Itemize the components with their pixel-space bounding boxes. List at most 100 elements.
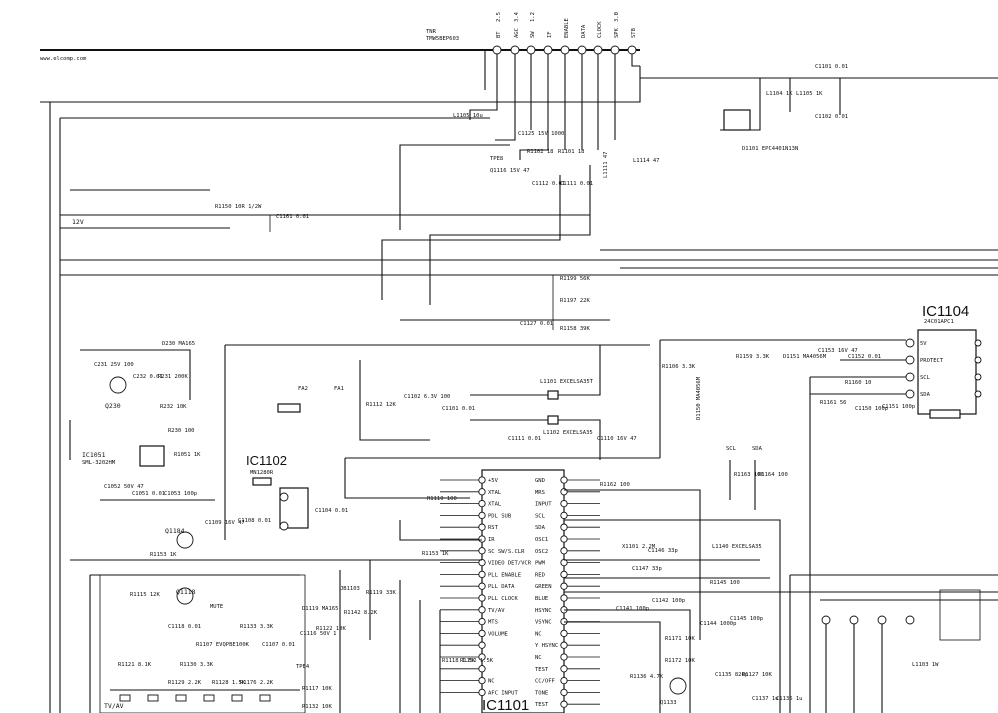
ic1101-right-pin — [560, 665, 568, 673]
ic1104-pin-sda — [905, 389, 915, 399]
part-label: Q1133 — [660, 700, 677, 706]
ic1101-name: IC1101 — [482, 697, 529, 713]
part-label: R1115 12K — [130, 592, 160, 598]
filter-block: L1101 EXCELSA35T L1102 EXCELSA35 C1111 0… — [344, 345, 660, 499]
wire — [344, 458, 470, 499]
right-lower-block: C1137 1u C1136 1u L1103 1W — [752, 574, 998, 713]
lower-left-block: Q1184 R1153 1K Q1118 MUTE R1115 12K C111… — [70, 527, 482, 713]
part-label: R1164 100 — [758, 472, 788, 478]
part-label: Q1118 — [176, 588, 196, 596]
rail-top — [40, 78, 641, 103]
ic1104-pin-label: PROTECT — [920, 358, 944, 364]
ic1051-name: IC1051 — [82, 451, 106, 459]
ic1101-right-pin — [560, 653, 568, 661]
part-label: C1127 0.01 — [520, 321, 553, 327]
part-label: C1108 0.01 — [238, 518, 271, 524]
ic1101-right-pin-label: CC/OFF — [535, 679, 555, 685]
part-label: R1117 10K — [302, 686, 332, 692]
switch — [203, 694, 215, 702]
tuner-pin-label: IF — [547, 31, 553, 38]
ic1101-left-pin-label: PLL CLOCK — [488, 596, 518, 602]
part-label: C1144 1000p — [700, 621, 736, 627]
wire — [399, 520, 482, 541]
wire — [469, 54, 498, 120]
tuner-pin-label: BT — [496, 31, 502, 38]
part-label: D1151 MA4056M — [783, 354, 827, 360]
ic1101-left-pin — [478, 582, 486, 590]
wire — [359, 360, 430, 441]
tuner-pin-label: SW — [530, 31, 536, 38]
tuner-pin-voltage: 2.5 — [496, 12, 502, 22]
part-label: C1116 50V 1 — [300, 631, 336, 637]
connector-frame — [939, 589, 981, 641]
part-label: C1111 0.01 — [560, 181, 593, 187]
ic1101-left-pin-label: +5V — [488, 478, 499, 484]
part-label: R1145 100 — [710, 580, 740, 586]
part-label: R1176 2.2K — [240, 680, 274, 686]
wire — [399, 144, 510, 230]
part-label: C1145 100p — [730, 616, 763, 622]
switch — [231, 694, 243, 702]
ic1101-left-pin — [478, 617, 486, 626]
ic1101-right-pin — [560, 547, 568, 555]
fa1-label: FA1 — [334, 386, 344, 392]
tuner-drop-wires — [469, 54, 640, 160]
scl-label: SCL — [726, 446, 737, 452]
ic1104-body — [917, 329, 977, 415]
ic1101-left-pin-label: TV/AV — [488, 608, 505, 614]
ic1104-part: 24C01APC1 — [924, 319, 954, 325]
ic1101-right-pin-label: RED — [535, 572, 545, 578]
connector-pin — [905, 615, 915, 625]
ic1102-tag — [252, 477, 272, 486]
tuner-block: TNR TMW5BEP603 www.elcomp.com BT AGC SW … — [40, 11, 660, 187]
connector-pin — [821, 615, 831, 625]
ic1101-left-pin — [478, 499, 486, 508]
ic1101-left-pin-label: VOLUME — [488, 631, 508, 637]
ic1101-left-pin — [478, 606, 486, 614]
part-label: C1111 0.01 — [508, 436, 541, 442]
ic1104-pin — [974, 356, 982, 364]
mute-label: MUTE — [210, 604, 223, 610]
tuner-pin-sw — [526, 45, 536, 55]
part-label: R1199 56K — [560, 276, 590, 282]
ic1101-left-pin — [478, 476, 486, 484]
part-label: C1142 100p — [652, 598, 685, 604]
ic1101-left-pin-label: AFC INPUT — [488, 690, 518, 696]
part-label: C1146 33p — [648, 548, 678, 554]
part-label: R1150 10R 1/2W — [215, 204, 262, 210]
part-label: R1118 1.5K — [442, 658, 476, 664]
ic1101-left-pin — [478, 688, 486, 697]
ic1101-left-pin-label: RST — [488, 525, 499, 531]
tuner-pin-label: ENABLE — [564, 18, 570, 38]
part-label: L1105 10u — [453, 113, 483, 119]
tuner-pin-data — [577, 45, 587, 55]
ic1101-left-pin — [478, 676, 486, 685]
ic1101-right-pin-label: SCL — [535, 513, 546, 519]
ic1102-part: MN1280R — [250, 470, 274, 476]
part-label: C1102 0.01 — [815, 114, 848, 120]
part-label: R231 200K — [158, 374, 188, 380]
ic1101-right-pin — [560, 523, 568, 531]
ic1101-left-pin — [478, 594, 486, 602]
ic1101-right-pins: GNDMRSINPUTSCLSDAOSC1OSC2PWMREDGREENBLUE… — [535, 476, 600, 708]
tuner-pin-label: SPK — [614, 27, 620, 38]
wire — [495, 54, 516, 141]
ic1101-right-pin — [560, 700, 568, 708]
tuner-pins — [492, 45, 637, 55]
keypad-frame — [99, 574, 306, 713]
part-label: R1132 10K — [302, 704, 332, 710]
ic1101-right-pin — [560, 476, 568, 484]
part-label: R1110 100 — [427, 496, 457, 502]
ic1101-left-pin-label: PLL DATA — [488, 584, 515, 590]
ic1101-left-pin-label: PLL ENABLE — [488, 572, 521, 578]
q230-transistor — [109, 376, 127, 394]
part-label: L1103 1W — [912, 662, 939, 668]
d1101-body — [723, 109, 751, 131]
switch — [119, 694, 131, 702]
part-label: L1114 47 — [633, 158, 660, 164]
ic1101-left-pin — [478, 523, 486, 531]
supply-12v-label: 12V — [72, 218, 84, 226]
ic1101-right-pin-label: HSYNC — [535, 608, 552, 614]
